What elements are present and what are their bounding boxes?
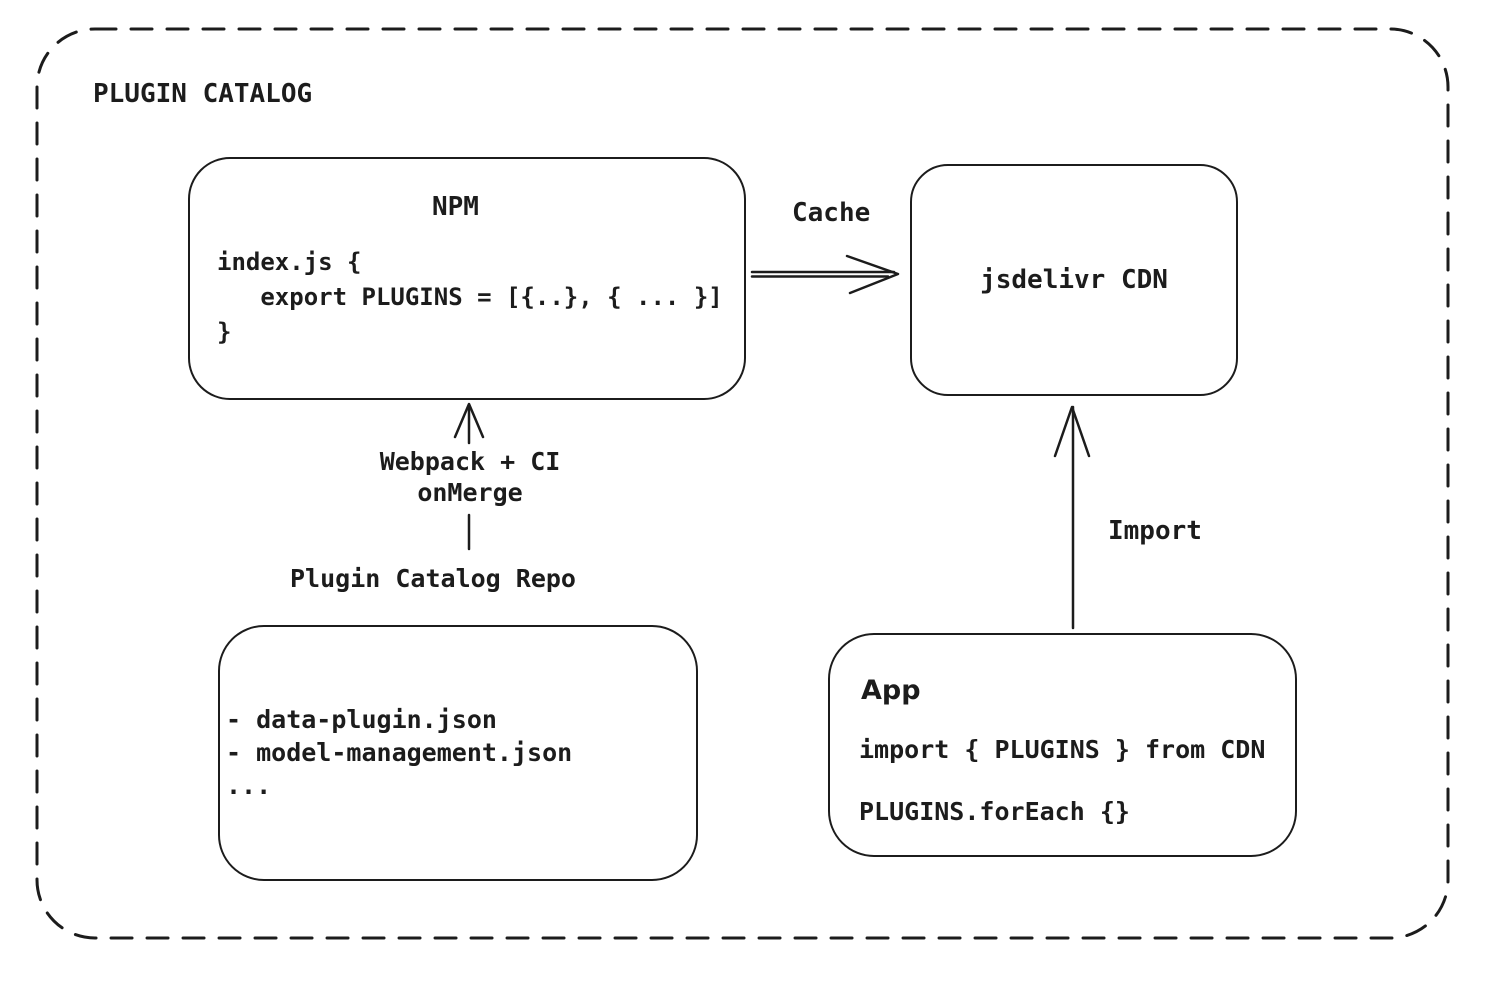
- repo-node: - data-plugin.json - model-management.jso…: [218, 625, 698, 881]
- app-code-foreach-line: PLUGINS.forEach {}: [859, 797, 1130, 826]
- import-edge-label: Import: [1108, 516, 1202, 546]
- catalog-boundary-outline: [35, 27, 1450, 940]
- repo-node-title: Plugin Catalog Repo: [290, 564, 576, 593]
- list-item: ...: [226, 771, 272, 800]
- cdn-node-label: jsdelivr CDN: [980, 265, 1168, 295]
- npm-node-code: index.js { export PLUGINS = [{..}, { ...…: [217, 248, 723, 346]
- npm-node-title: NPM: [432, 192, 479, 222]
- import-arrow: [1053, 405, 1091, 630]
- cdn-node: jsdelivr CDN: [910, 164, 1238, 396]
- list-item: onMerge: [417, 478, 523, 507]
- repo-file-list: - data-plugin.json - model-management.jso…: [226, 703, 572, 802]
- app-node-title: App: [861, 675, 921, 706]
- build-arrow: [453, 402, 485, 551]
- list-item: - model-management.json: [226, 738, 573, 767]
- list-item: Webpack + CI: [379, 447, 561, 476]
- app-code-import-line: import { PLUGINS } from CDN: [859, 735, 1266, 764]
- cache-edge-label: Cache: [792, 198, 871, 228]
- npm-node: NPM index.js { export PLUGINS = [{..}, {…: [188, 157, 746, 400]
- diagram-title: PLUGIN CATALOG: [93, 79, 313, 109]
- app-node: App import { PLUGINS } from CDN PLUGINS.…: [828, 633, 1297, 857]
- cache-arrow: [750, 254, 900, 295]
- list-item: - data-plugin.json: [226, 705, 497, 734]
